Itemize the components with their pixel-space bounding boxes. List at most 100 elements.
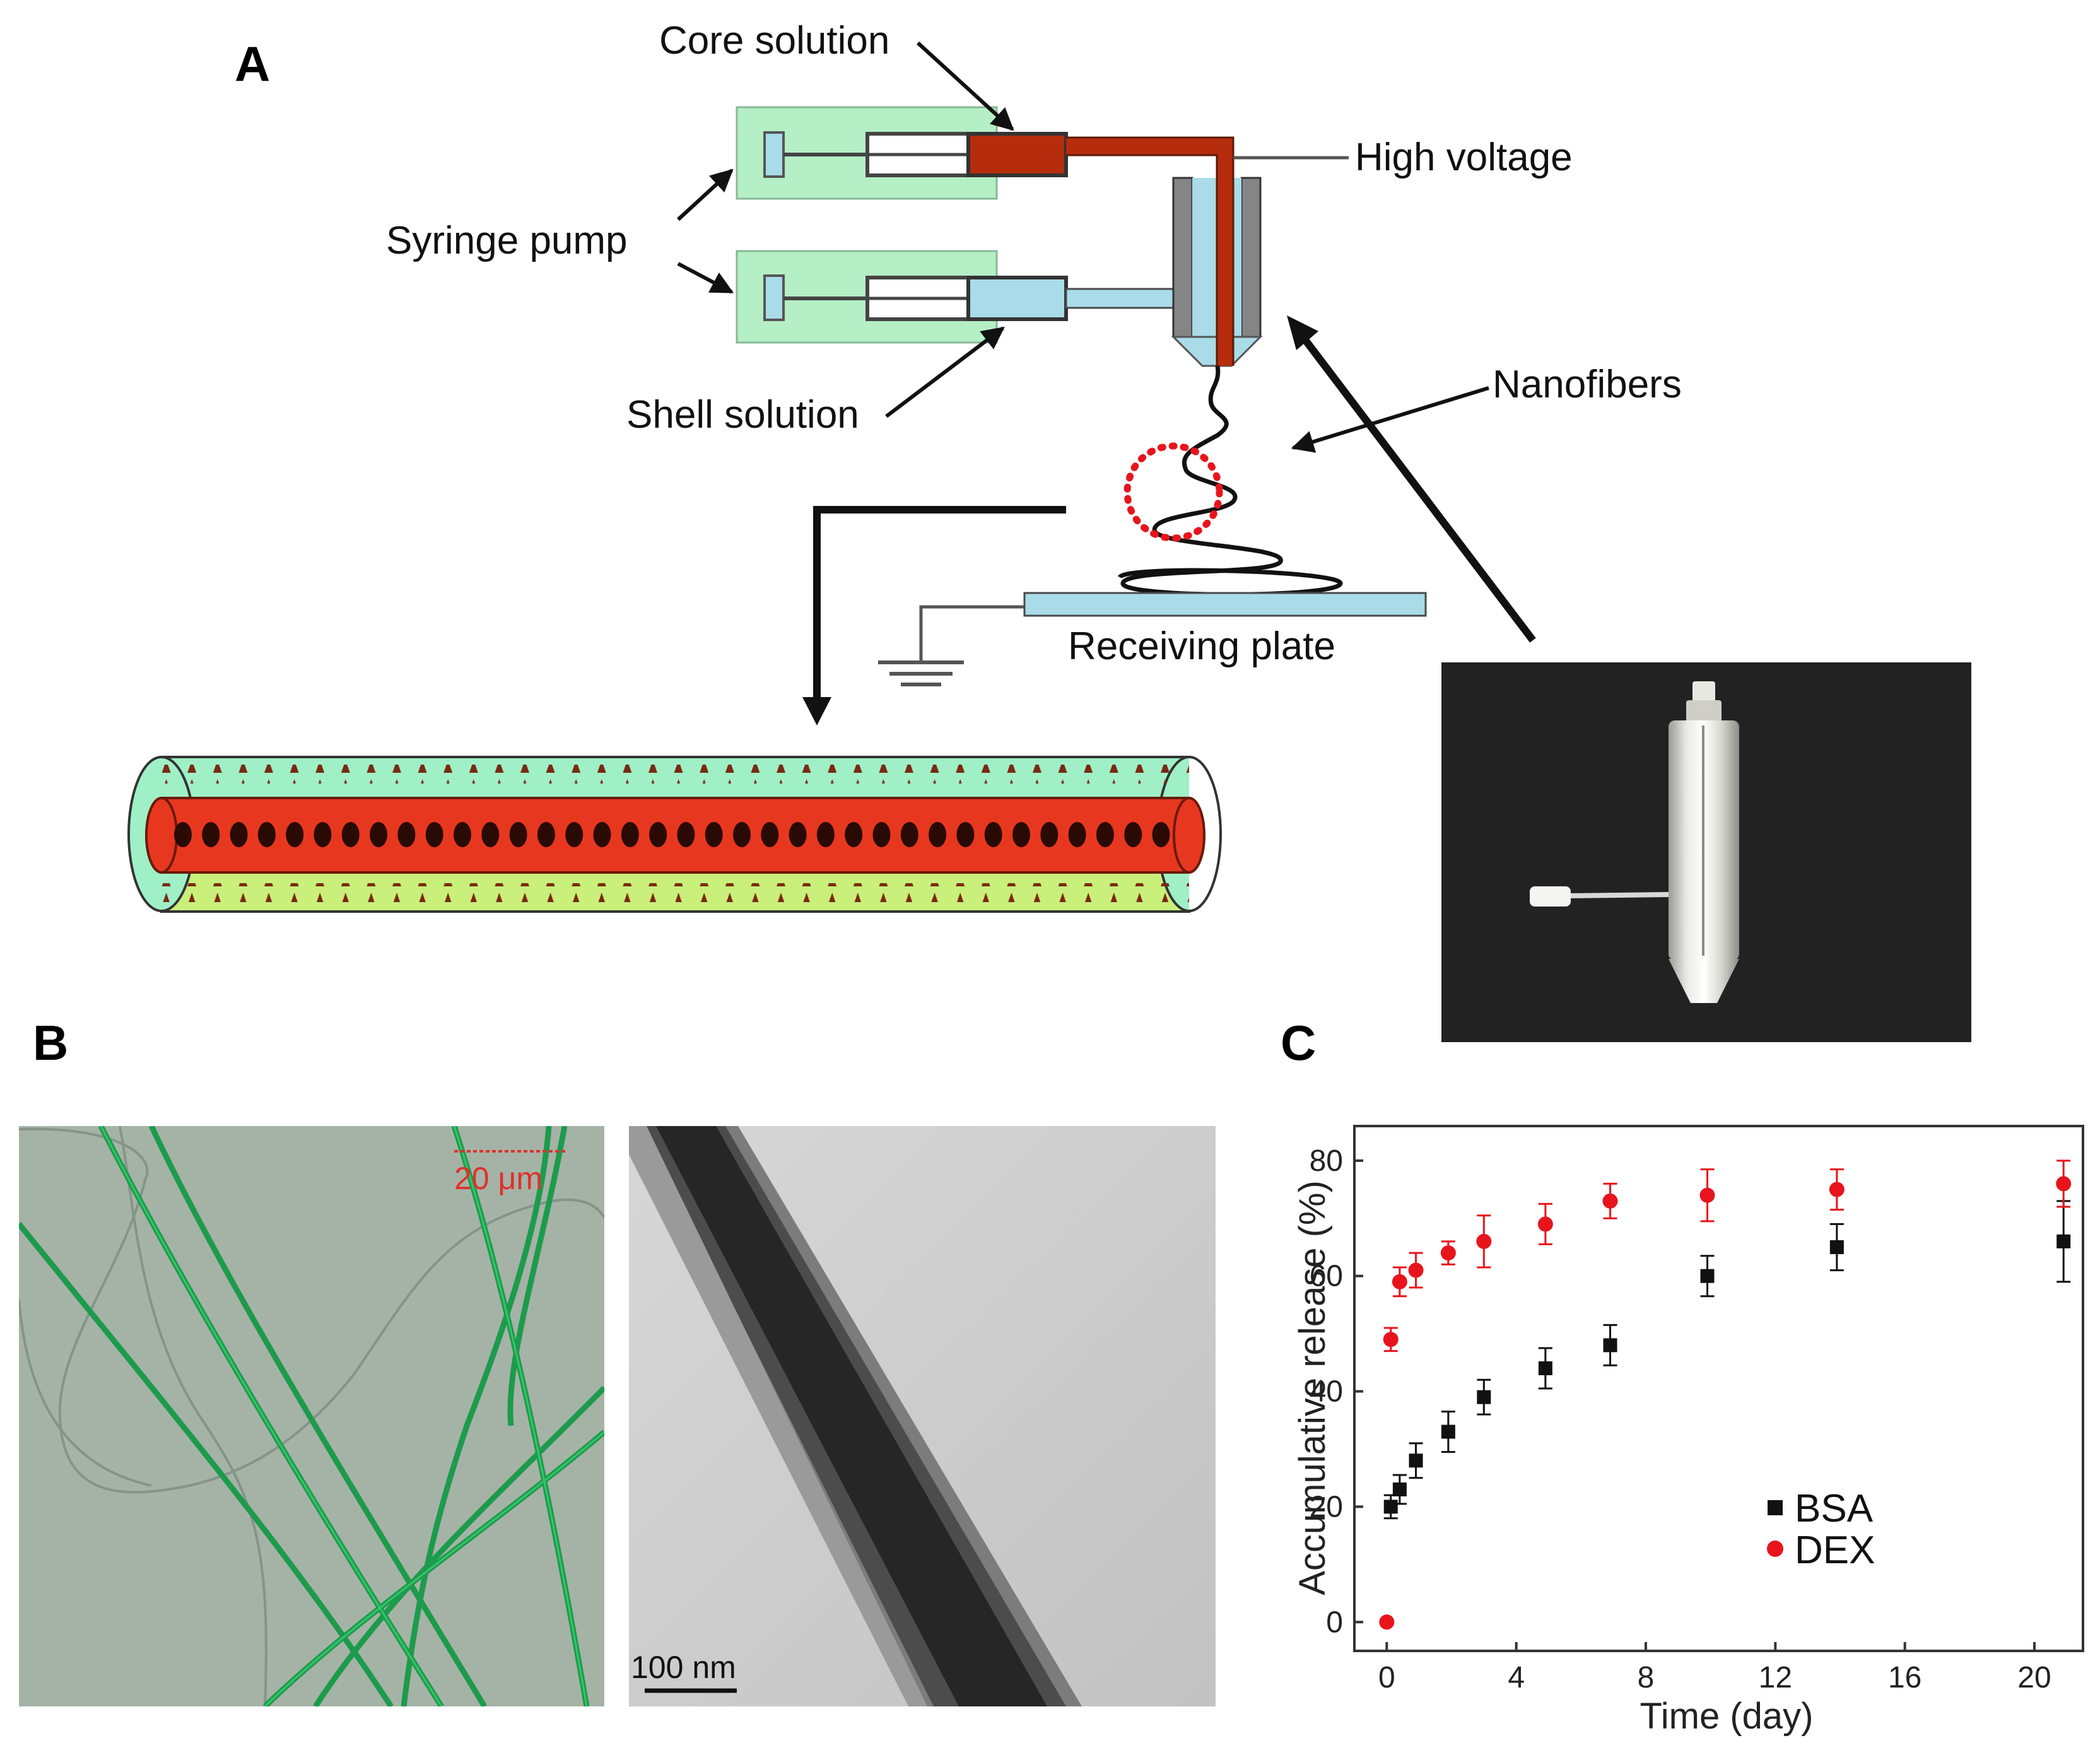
core-drug-dot	[956, 822, 975, 847]
core-drug-dot	[314, 822, 332, 847]
syringe-pump-bottom	[736, 250, 1068, 344]
core-solution-arrow	[916, 41, 1014, 131]
high-voltage-label: High voltage	[1355, 136, 1573, 179]
core-drug-dot	[705, 822, 723, 847]
photo-arrow	[1303, 338, 1536, 643]
data-point-dex	[1383, 1332, 1399, 1347]
core-drug-dot	[202, 822, 220, 847]
core-drug-dot	[230, 822, 248, 847]
core-drug-dot	[733, 822, 751, 847]
scale-label-tem: 100 nm	[631, 1650, 736, 1685]
core-shell-fiber	[127, 756, 1222, 913]
core-drug-dot	[1096, 822, 1114, 847]
data-point-dex	[1379, 1614, 1395, 1630]
panel-b-letter: B	[33, 1015, 68, 1071]
syringe-pump-label: Syringe pump	[386, 219, 628, 262]
core-drug-dot	[257, 822, 276, 847]
plot-frame	[1353, 1125, 2084, 1652]
data-point-bsa	[1603, 1338, 1617, 1353]
data-point-dex	[1408, 1262, 1424, 1278]
core-drug-dot	[900, 822, 918, 847]
core-drug-dot	[816, 822, 835, 847]
data-point-dex	[1476, 1233, 1492, 1249]
data-point-dex	[1699, 1187, 1715, 1203]
shell-solution-arrow	[885, 326, 1005, 418]
core-drug-dot	[397, 822, 416, 847]
legend-label-bsa: BSA	[1795, 1487, 1874, 1530]
data-point-bsa	[2056, 1234, 2071, 1248]
syringe-pump-arrow-top	[676, 168, 734, 221]
scale-label-fluorescence: 20 μm	[454, 1161, 543, 1196]
nozzle-photo	[1441, 662, 1971, 1042]
core-drug-dot	[174, 822, 192, 847]
core-drug-dot	[621, 822, 639, 847]
core-solution-label: Core solution	[659, 19, 889, 62]
data-point-dex	[2056, 1176, 2072, 1192]
data-point-dex	[1537, 1216, 1553, 1232]
data-point-bsa	[1829, 1240, 1844, 1254]
ground-symbol	[878, 660, 964, 686]
core-drug-dot	[1068, 822, 1086, 847]
core-drug-dot	[677, 822, 695, 847]
core-drug-dot	[845, 822, 863, 847]
core-drug-dot	[649, 822, 667, 847]
data-point-dex	[1602, 1193, 1618, 1209]
core-drug-dot	[1040, 822, 1059, 847]
core-drug-dot	[454, 822, 471, 847]
panel-c-letter: C	[1281, 1015, 1316, 1071]
x-tick-label: 12	[1759, 1661, 1792, 1694]
data-point-bsa	[1441, 1424, 1455, 1439]
x-tick-label: 0	[1378, 1661, 1395, 1694]
x-tick-label: 16	[1888, 1661, 1921, 1694]
core-tube	[1066, 138, 1233, 366]
core-drug-dot	[286, 822, 304, 847]
syringe-pump-arrow-bottom	[677, 262, 734, 294]
zoom-arrow	[813, 506, 1066, 707]
x-axis-label: Time (day)	[1640, 1696, 1814, 1737]
x-tick-label: 20	[2017, 1661, 2051, 1694]
legend-marker-dex	[1767, 1541, 1783, 1557]
core-drug-dot	[593, 822, 611, 847]
core-drug-dot	[425, 822, 443, 847]
core-drug-dot	[984, 822, 1002, 847]
data-point-dex	[1829, 1182, 1845, 1197]
core-drug-dot	[1012, 822, 1030, 847]
data-point-bsa	[1538, 1361, 1552, 1375]
shell-tube	[1065, 288, 1175, 309]
y-tick-label: 60	[1310, 1260, 1343, 1293]
data-point-dex	[1392, 1274, 1407, 1289]
core-drug-dot	[509, 822, 527, 847]
nanofibers-arrow	[1291, 386, 1489, 453]
core-drug-dot	[370, 822, 388, 847]
receiving-plate-label: Receiving plate	[1068, 625, 1335, 668]
core-drug-dot	[789, 822, 807, 847]
syringe-pump-top	[736, 106, 1068, 200]
data-point-dex	[1440, 1245, 1456, 1261]
legend: BSA DEX	[1767, 1487, 1875, 1572]
fluorescence-micrograph: 20 μm	[19, 1126, 604, 1706]
core-drug-dot	[1124, 822, 1142, 847]
y-tick-label: 0	[1326, 1605, 1343, 1639]
core-drug-dot	[761, 822, 779, 847]
nanofiber-jet	[1117, 365, 1343, 597]
tem-micrograph: 100 nm	[629, 1126, 1216, 1706]
y-tick-label: 80	[1310, 1144, 1343, 1178]
magnified-region-circle	[1123, 442, 1223, 542]
legend-label-dex: DEX	[1795, 1529, 1875, 1572]
nanofibers-label: Nanofibers	[1493, 363, 1682, 406]
y-axis-label: Accumulative release (%)	[1292, 1180, 1333, 1595]
y-tick-label: 20	[1310, 1490, 1343, 1523]
legend-marker-bsa	[1768, 1500, 1783, 1515]
shell-solution-label: Shell solution	[626, 393, 859, 437]
ground-wire	[919, 605, 1024, 662]
x-tick-label: 4	[1508, 1661, 1525, 1694]
data-point-bsa	[1409, 1453, 1423, 1468]
core-drug-dot	[1152, 822, 1170, 847]
core-drug-dot	[341, 822, 360, 847]
receiving-plate	[1023, 592, 1427, 617]
core-drug-dot	[481, 822, 500, 847]
data-point-bsa	[1700, 1269, 1715, 1283]
data-point-bsa	[1477, 1390, 1491, 1404]
